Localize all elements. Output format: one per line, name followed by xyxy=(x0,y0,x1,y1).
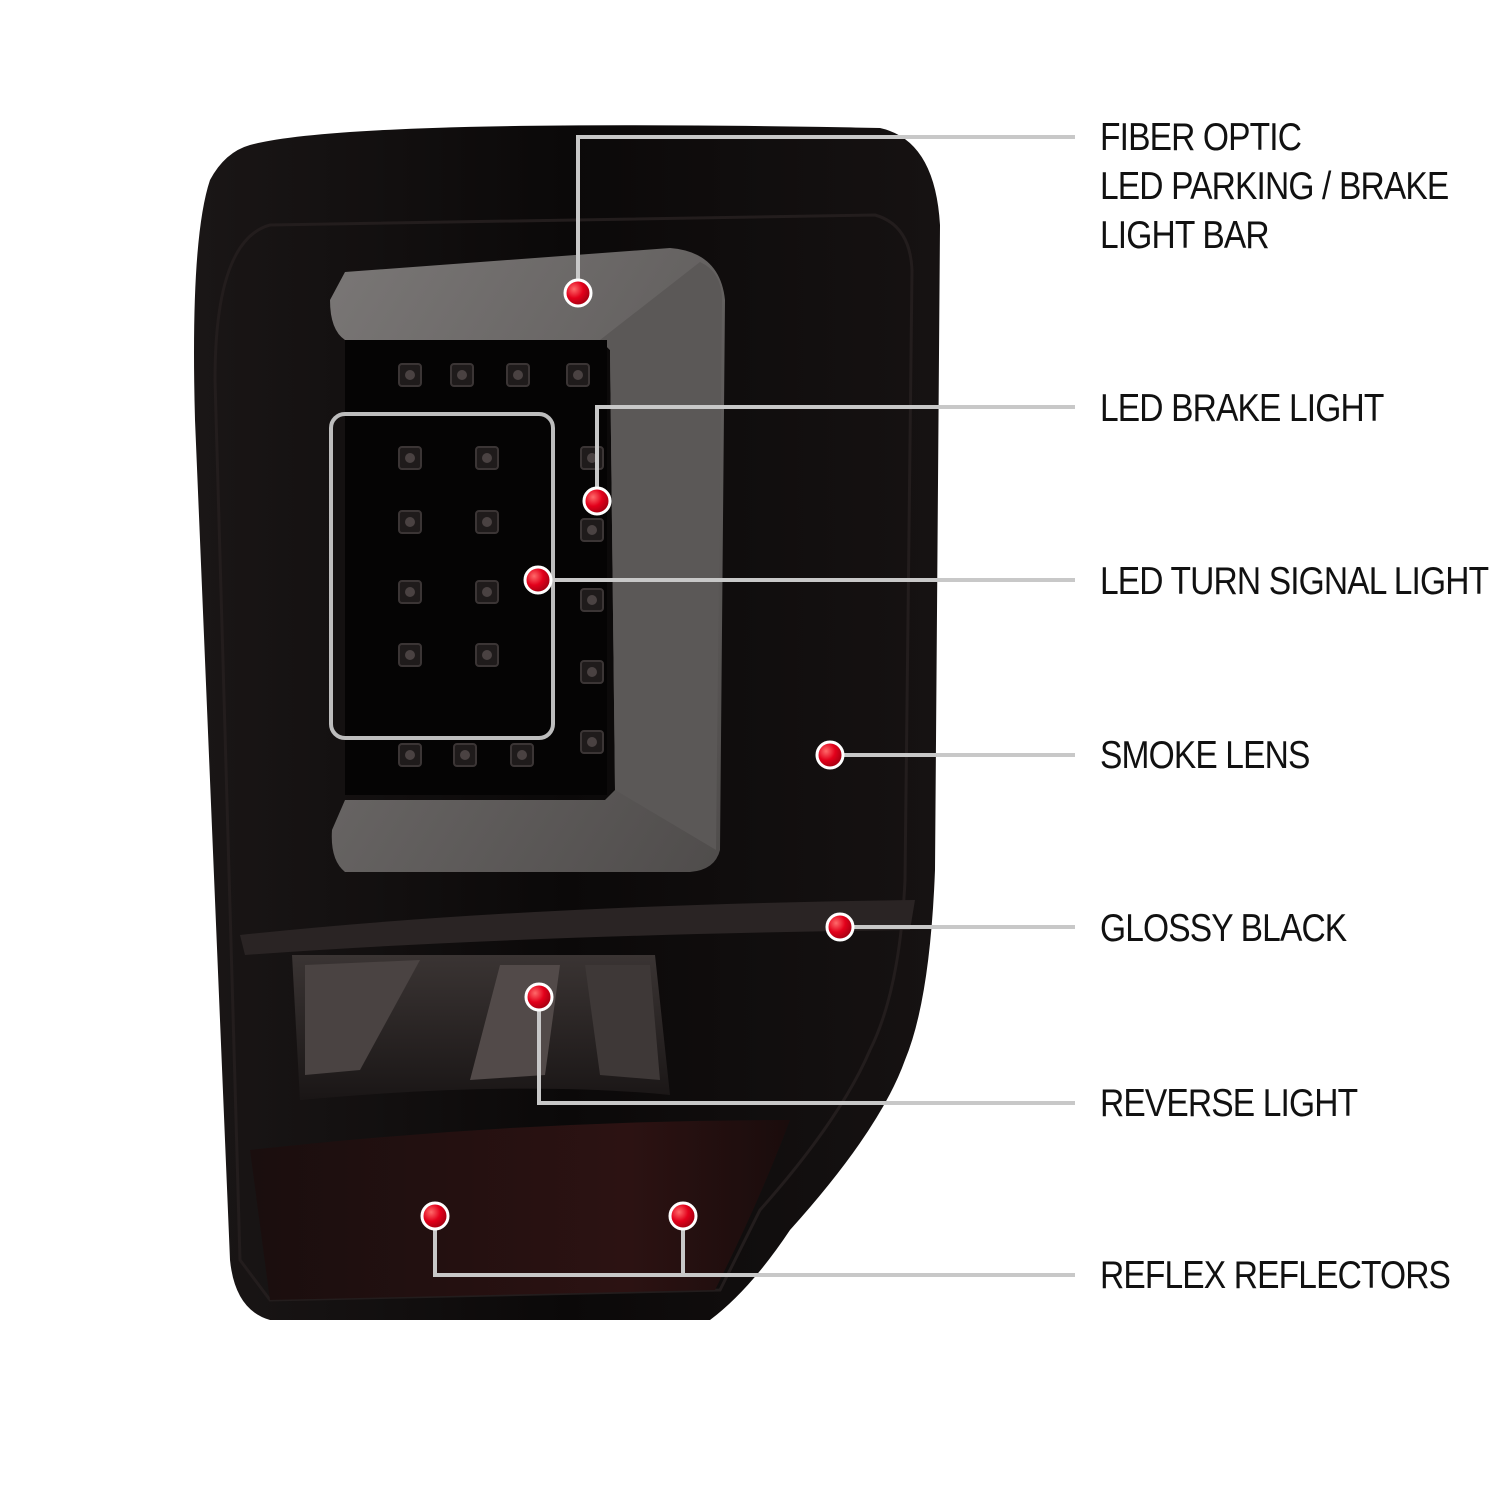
led-emitter xyxy=(460,750,470,760)
led-emitter xyxy=(482,650,492,660)
led-emitter xyxy=(587,667,597,677)
callout-reverse: REVERSE LIGHT xyxy=(1100,1079,1358,1128)
marker-glossy-black xyxy=(825,912,855,942)
callout-reflex: REFLEX REFLECTORS xyxy=(1100,1251,1451,1300)
led-emitter xyxy=(587,525,597,535)
callout-led-turn-line-1: LED TURN SIGNAL LIGHT xyxy=(1100,560,1489,603)
led-emitter xyxy=(587,453,597,463)
reverse-facet-right xyxy=(585,965,660,1080)
turn-signal-frame xyxy=(329,412,555,740)
reverse-facet-left xyxy=(305,960,420,1075)
callout-reverse-line-1: REVERSE LIGHT xyxy=(1100,1082,1358,1125)
led-emitter xyxy=(517,750,527,760)
leader-fiber-optic xyxy=(576,135,1075,293)
callout-fiber-optic-line-3: LIGHT BAR xyxy=(1100,214,1270,257)
led-emitter xyxy=(405,453,415,463)
callout-glossy-black: GLOSSY BLACK xyxy=(1100,904,1347,953)
led-emitter xyxy=(405,650,415,660)
marker-reflex-left xyxy=(420,1201,450,1231)
callout-glossy-black-line-1: GLOSSY BLACK xyxy=(1100,907,1347,950)
callout-smoke-lens-line-1: SMOKE LENS xyxy=(1100,734,1310,777)
reflex-reflector-section xyxy=(250,1120,790,1300)
callout-smoke-lens: SMOKE LENS xyxy=(1100,731,1310,780)
led-emitter xyxy=(405,517,415,527)
light-bar-inner-face xyxy=(600,262,722,850)
led-emitter xyxy=(405,750,415,760)
leader-lines xyxy=(433,135,1075,1277)
led-array xyxy=(398,363,604,767)
callout-led-turn: LED TURN SIGNAL LIGHT xyxy=(1100,557,1489,606)
led-emitter xyxy=(482,453,492,463)
led-emitter xyxy=(513,370,523,380)
led-emitter xyxy=(405,370,415,380)
led-emitter xyxy=(457,370,467,380)
marker-reflex-right xyxy=(668,1201,698,1231)
leader-reflex xyxy=(433,1216,1075,1277)
glossy-band xyxy=(240,900,915,955)
led-area xyxy=(345,340,607,795)
reverse-light-section xyxy=(292,955,670,1100)
callout-led-brake-line-1: LED BRAKE LIGHT xyxy=(1100,387,1384,430)
leader-reverse xyxy=(537,997,1075,1105)
led-emitter xyxy=(587,595,597,605)
marker-led-turn xyxy=(523,565,553,595)
marker-reverse xyxy=(524,982,554,1012)
led-emitter xyxy=(482,587,492,597)
led-emitter xyxy=(482,517,492,527)
callout-reflex-line-1: REFLEX REFLECTORS xyxy=(1100,1254,1451,1297)
marker-led-brake xyxy=(582,486,612,516)
callout-fiber-optic: FIBER OPTIC LED PARKING / BRAKE LIGHT BA… xyxy=(1100,113,1449,260)
callout-led-brake: LED BRAKE LIGHT xyxy=(1100,384,1384,433)
callout-fiber-optic-line-2: LED PARKING / BRAKE xyxy=(1100,165,1449,208)
housing-rim xyxy=(213,213,914,1302)
callout-fiber-optic-line-1: FIBER OPTIC xyxy=(1100,116,1302,159)
marker-dots xyxy=(420,278,855,1231)
marker-smoke-lens xyxy=(815,740,845,770)
reflex-lens xyxy=(250,1120,790,1300)
leader-led-brake xyxy=(595,405,1075,501)
led-emitter xyxy=(587,737,597,747)
led-emitter xyxy=(405,587,415,597)
led-chamber xyxy=(329,340,607,795)
led-emitter xyxy=(573,370,583,380)
marker-fiber-optic xyxy=(563,278,593,308)
